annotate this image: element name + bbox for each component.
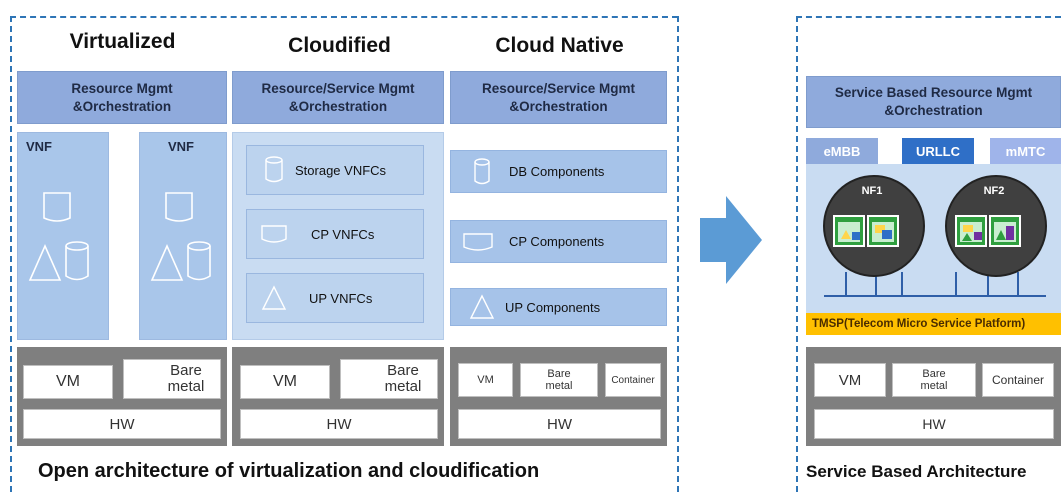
column-title-cloud-native: Cloud Native: [495, 34, 624, 57]
left-frame-top: [10, 16, 678, 18]
right-frame-top: [796, 16, 1061, 18]
vm-box: VM: [240, 365, 330, 399]
vm-box: VM: [458, 363, 513, 397]
vnf-box-1: VNF: [17, 132, 109, 340]
vm-box: VM: [23, 365, 113, 399]
header-cloud-native: Resource/Service Mgmt&Orchestration: [450, 71, 667, 124]
column-title-cloudified: Cloudified: [288, 34, 391, 57]
nf2-label: NF2: [984, 185, 1005, 197]
vnf-label: VNF: [168, 139, 194, 154]
db-components-label: DB Components: [509, 164, 605, 179]
cp-components-band: CP Components: [450, 220, 667, 263]
cp-components-label: CP Components: [509, 234, 605, 249]
tmsp-platform-bar: TMSP(Telecom Micro Service Platform): [806, 313, 1061, 335]
storage-vnfcs-label: Storage VNFCs: [295, 162, 387, 178]
db-components-band: DB Components: [450, 150, 667, 193]
right-frame-left: [796, 16, 798, 492]
cylinder-icon: [474, 157, 490, 184]
triangle-icon: [469, 294, 495, 319]
vnf-shapes-icon: [28, 192, 89, 281]
container-box: Container: [605, 363, 661, 397]
up-components-label: UP Components: [505, 299, 601, 315]
left-frame-left: [10, 16, 12, 492]
left-caption: Open architecture of virtualization and …: [38, 460, 540, 482]
nf-network-graphic: NF1 NF2: [806, 164, 1061, 314]
vnf-box-2: VNF: [139, 132, 227, 340]
arrow-shape: [700, 196, 762, 284]
nf1-label: NF1: [862, 185, 883, 197]
vnf-shapes-icon: [150, 192, 211, 281]
cp-vnfcs-label: CP VNFCs: [311, 226, 375, 242]
hw-box: HW: [240, 409, 438, 439]
right-caption: Service Based Architecture: [806, 462, 1027, 481]
vnf-label: VNF: [26, 139, 52, 154]
storage-vnfcs-box: Storage VNFCs: [246, 145, 424, 195]
container-box: Container: [982, 363, 1054, 397]
cylinder-icon: [265, 156, 283, 183]
slice-tag-mmtc: mMTC: [990, 138, 1061, 164]
hw-box: HW: [814, 409, 1054, 439]
up-vnfcs-label: UP VNFCs: [309, 290, 373, 306]
document-icon: [261, 225, 287, 243]
triangle-icon: [261, 285, 287, 310]
vm-box: VM: [814, 363, 886, 397]
column-title-virtualized: Virtualized: [69, 30, 176, 53]
right-arrow-icon: [700, 196, 762, 284]
left-frame-right: [677, 16, 679, 492]
cp-vnfcs-box: CP VNFCs: [246, 209, 424, 259]
up-vnfcs-box: UP VNFCs: [246, 273, 424, 323]
slice-tag-embb: eMBB: [806, 138, 878, 164]
document-icon: [463, 232, 493, 251]
hw-box: HW: [458, 409, 661, 439]
header-virtualized: Resource Mgmt&Orchestration: [17, 71, 227, 124]
header-cloudified: Resource/Service Mgmt&Orchestration: [232, 71, 444, 124]
header-service-based: Service Based Resource Mgmt&Orchestratio…: [806, 76, 1061, 128]
tmsp-label: TMSP(Telecom Micro Service Platform): [812, 318, 1026, 330]
slice-tag-urllc: URLLC: [902, 138, 974, 164]
up-components-band: UP Components: [450, 288, 667, 326]
cloudified-vnfc-panel: Storage VNFCs CP VNFCs UP VNFCs: [232, 132, 444, 340]
hw-box: HW: [23, 409, 221, 439]
